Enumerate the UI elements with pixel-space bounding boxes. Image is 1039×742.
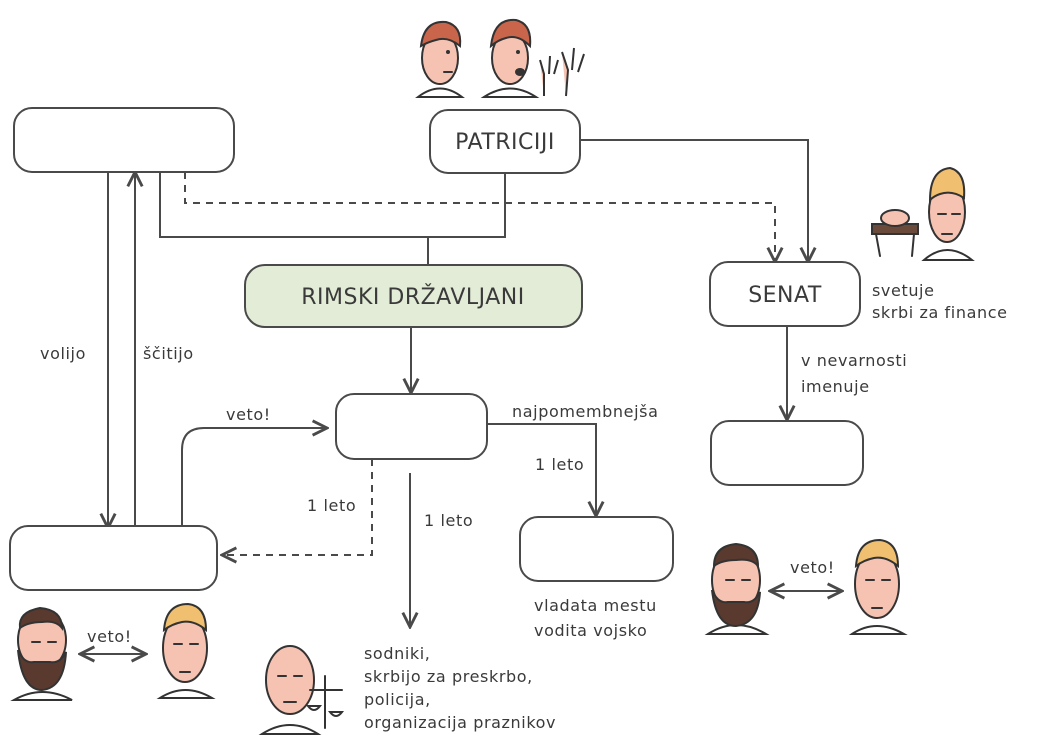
label-elect: volijo: [40, 344, 86, 363]
label-veto-right: veto!: [790, 558, 835, 577]
tribune-blond-illustration: [156, 602, 216, 699]
arrow-dashed-center-left: [222, 459, 373, 555]
label-veto-top: veto!: [226, 405, 271, 424]
box-consuls: [519, 516, 674, 582]
box-patricians: [429, 109, 581, 174]
label-one-year-c: 1 leto: [424, 511, 473, 530]
aedile-illustration: [258, 645, 345, 735]
box-center: [335, 393, 488, 460]
arrow-dashed-left-senate: [184, 172, 775, 262]
arrow-center-consuls: [487, 423, 596, 516]
label-danger-1: v nevarnosti: [801, 351, 907, 370]
label-danger-2: imenuje: [801, 377, 870, 396]
label-aediles-role-3: policija,: [364, 690, 431, 709]
box-roman-citizens: [244, 264, 583, 328]
patricians-illustration: [415, 18, 585, 98]
label-one-year-b: 1 leto: [307, 496, 356, 515]
label-consuls-role-2: vodita vojsko: [534, 621, 647, 640]
label-aediles-role-1: sodniki,: [364, 644, 430, 663]
label-aediles-role-4: organizacija praznikov: [364, 713, 556, 732]
consul-bearded-illustration: [704, 542, 770, 635]
box-dictator: [710, 420, 864, 486]
box-top-left: [13, 107, 235, 173]
label-consuls-role-1: vladata mestu: [534, 596, 657, 615]
label-most-important: najpomembnejša: [512, 402, 658, 421]
box-bottom-left: [9, 525, 218, 591]
patricians-label: PATRICIJI: [455, 130, 555, 155]
connector-patricians-citizens: [428, 173, 506, 238]
label-one-year-a: 1 leto: [535, 455, 584, 474]
senate-label: SENAT: [748, 283, 822, 308]
label-senate-role-1: svetuje: [872, 281, 935, 300]
label-protect: ščitijo: [143, 344, 194, 363]
consul-blond-illustration: [848, 538, 908, 635]
arrow-patricians-senate: [580, 139, 808, 262]
arrow-veto: [181, 428, 327, 525]
box-senate: [709, 261, 861, 327]
label-aediles-role-2: skrbijo za preskrbo,: [364, 667, 533, 686]
label-senate-role-2: skrbi za finance: [872, 303, 1008, 322]
tribune-bearded-illustration: [10, 606, 73, 701]
roman-citizens-label: RIMSKI DRŽAVLJANI: [301, 284, 524, 310]
label-veto-bottom-left: veto!: [87, 627, 132, 646]
senator-illustration: [871, 166, 975, 261]
connector-citizens-left: [159, 172, 429, 265]
